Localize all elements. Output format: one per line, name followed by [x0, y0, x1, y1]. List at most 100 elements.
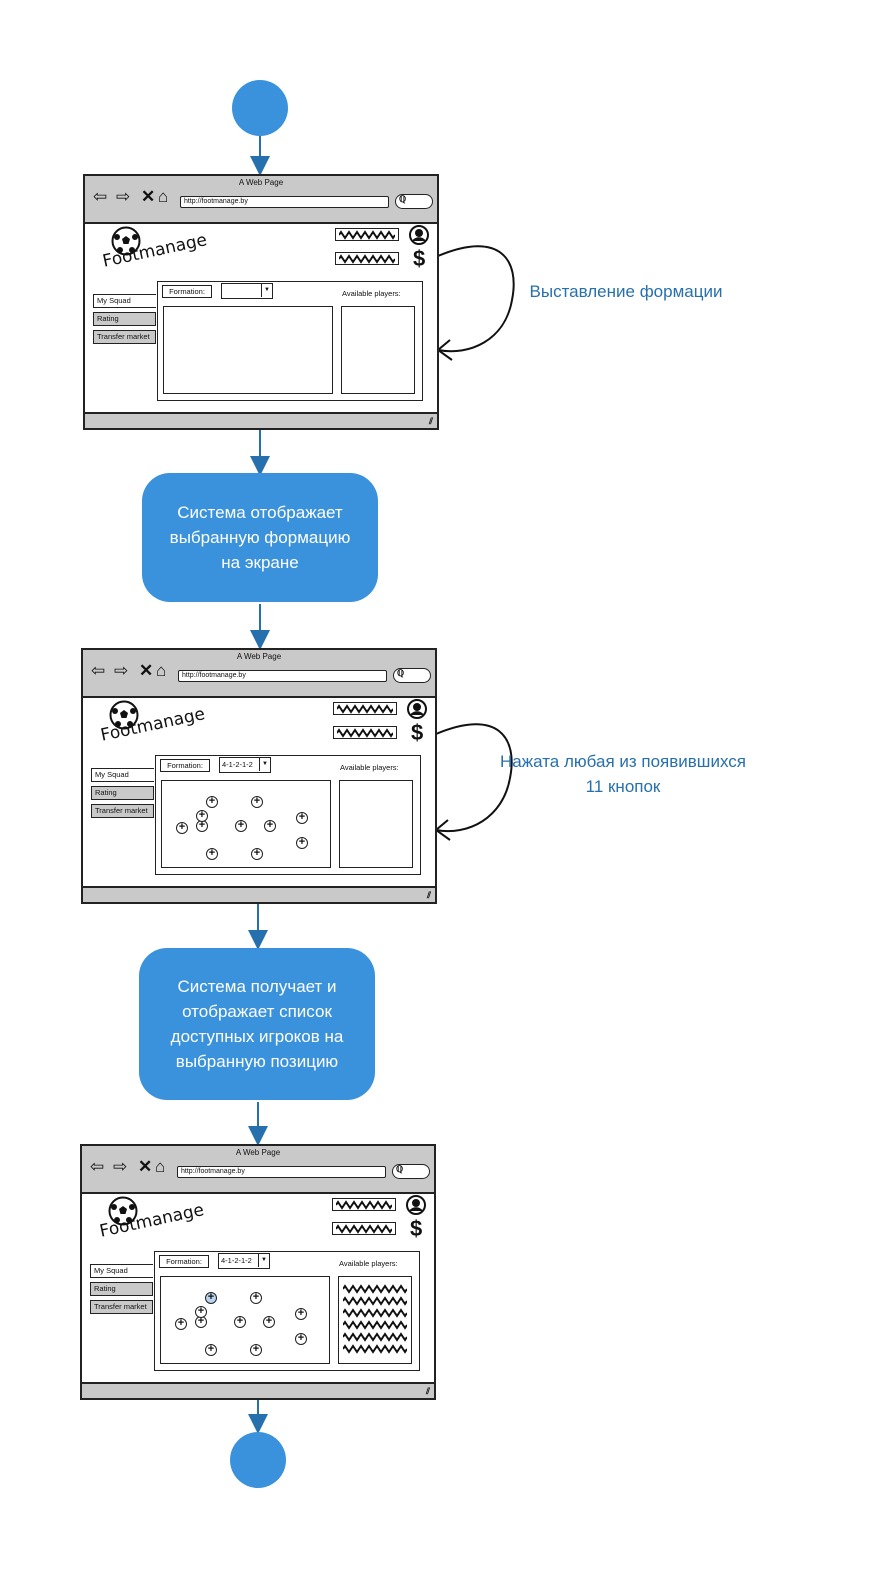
url-field[interactable]: http://footmanage.by [178, 670, 387, 682]
search-field[interactable]: ℚ [395, 194, 433, 209]
self-loop-arrow [435, 723, 513, 833]
formation-dropdown[interactable]: ▼ [221, 283, 273, 299]
resize-handle-icon[interactable]: ⫽ [428, 416, 433, 426]
close-icon[interactable]: ✕ [138, 1157, 153, 1176]
available-players-label: Available players: [340, 763, 399, 772]
position-button[interactable]: + [296, 812, 308, 824]
position-button[interactable]: + [205, 1344, 217, 1356]
home-icon[interactable]: ⌂ [156, 661, 167, 680]
user-icon[interactable] [409, 225, 429, 245]
browser-chrome: A Web Page ⇦ ⇨ ✕⌂ http://footmanage.by ℚ [82, 1146, 434, 1194]
position-button[interactable]: + [196, 810, 208, 822]
self-loop-arrow [437, 245, 515, 353]
close-icon[interactable]: ✕ [141, 187, 156, 206]
forward-arrow-icon[interactable]: ⇨ [116, 187, 131, 206]
formation-pitch [163, 306, 333, 394]
search-icon: ℚ [397, 668, 405, 678]
resize-handle-icon[interactable]: ⫽ [425, 1386, 430, 1396]
position-button[interactable]: + [296, 837, 308, 849]
back-arrow-icon[interactable]: ⇦ [90, 1157, 105, 1176]
position-button[interactable]: + [263, 1316, 275, 1328]
available-players-label: Available players: [339, 1259, 398, 1268]
dollar-icon: $ [413, 246, 426, 271]
position-button[interactable]: + [205, 1292, 217, 1304]
nav-tab-transfer-market[interactable]: Transfer market [91, 804, 154, 818]
forward-arrow-icon[interactable]: ⇨ [114, 661, 129, 680]
formation-label: Formation: [162, 285, 212, 298]
action-node-1: Система отображает выбранную формацию на… [142, 473, 378, 602]
start-node [232, 80, 288, 136]
formation-value: 4-1-2-1-2 [222, 760, 253, 769]
back-arrow-icon[interactable]: ⇦ [91, 661, 106, 680]
forward-arrow-icon[interactable]: ⇨ [113, 1157, 128, 1176]
position-button[interactable]: + [195, 1306, 207, 1318]
formation-value: 4-1-2-1-2 [221, 1256, 252, 1265]
account-name-placeholder [333, 702, 397, 715]
formation-dropdown[interactable]: 4-1-2-1-2 ▼ [218, 1253, 270, 1269]
nav-tab-rating[interactable]: Rating [91, 786, 154, 800]
url-field[interactable]: http://footmanage.by [177, 1166, 386, 1178]
position-button[interactable]: + [175, 1318, 187, 1330]
formation-label: Formation: [159, 1255, 209, 1268]
window-title: A Web Page [236, 652, 282, 661]
position-button[interactable]: + [250, 1344, 262, 1356]
balance-placeholder [332, 1222, 396, 1235]
back-arrow-icon[interactable]: ⇦ [93, 187, 108, 206]
position-button[interactable]: + [251, 796, 263, 808]
search-field[interactable]: ℚ [393, 668, 431, 683]
available-players-list [338, 1276, 412, 1364]
nav-tab-transfer-market[interactable]: Transfer market [93, 330, 156, 344]
url-field[interactable]: http://footmanage.by [180, 196, 389, 208]
user-icon[interactable] [407, 699, 427, 719]
close-icon[interactable]: ✕ [139, 661, 154, 680]
action-node-2: Система получает и отображает список дос… [139, 948, 375, 1100]
nav-tab-my-squad[interactable]: My Squad [93, 294, 156, 308]
position-button[interactable]: + [250, 1292, 262, 1304]
nav-tab-my-squad[interactable]: My Squad [90, 1264, 153, 1278]
home-icon[interactable]: ⌂ [155, 1157, 166, 1176]
position-button[interactable]: + [206, 848, 218, 860]
nav-tab-rating[interactable]: Rating [90, 1282, 153, 1296]
squad-panel: Formation:4-1-2-1-2▼Available players:++… [155, 755, 421, 875]
available-players-list [339, 780, 413, 868]
position-button[interactable]: + [176, 822, 188, 834]
user-icon[interactable] [406, 1195, 426, 1215]
list-item[interactable] [342, 1305, 408, 1318]
nav-tab-rating[interactable]: Rating [93, 312, 156, 326]
status-bar: ⫽ [85, 412, 437, 428]
chevron-down-icon: ▼ [261, 284, 272, 297]
window-title: A Web Page [235, 1148, 281, 1157]
chevron-down-icon: ▼ [258, 1254, 269, 1267]
search-icon: ℚ [399, 194, 407, 204]
nav-tab-transfer-market[interactable]: Transfer market [90, 1300, 153, 1314]
squad-panel: Formation:4-1-2-1-2▼Available players:++… [154, 1251, 420, 1371]
list-item[interactable] [342, 1341, 408, 1354]
resize-handle-icon[interactable]: ⫽ [426, 890, 431, 900]
search-field[interactable]: ℚ [392, 1164, 430, 1179]
position-button[interactable]: + [251, 848, 263, 860]
position-button[interactable]: + [295, 1308, 307, 1320]
formation-dropdown[interactable]: 4-1-2-1-2 ▼ [219, 757, 271, 773]
list-item[interactable] [342, 1281, 408, 1294]
list-item[interactable] [342, 1317, 408, 1330]
position-button[interactable]: + [206, 796, 218, 808]
position-button[interactable]: + [235, 820, 247, 832]
balance-placeholder [335, 252, 399, 265]
formation-pitch: +++++++++++ [161, 780, 331, 868]
end-node [230, 1432, 286, 1488]
chevron-down-icon: ▼ [259, 758, 270, 771]
home-icon[interactable]: ⌂ [158, 187, 169, 206]
soccer-ball-icon [109, 700, 139, 730]
list-item[interactable] [342, 1293, 408, 1306]
balance-placeholder [333, 726, 397, 739]
position-button[interactable]: + [264, 820, 276, 832]
list-item[interactable] [342, 1329, 408, 1342]
soccer-ball-icon [111, 226, 141, 256]
nav-tab-my-squad[interactable]: My Squad [91, 768, 154, 782]
position-button[interactable]: + [234, 1316, 246, 1328]
position-button[interactable]: + [295, 1333, 307, 1345]
